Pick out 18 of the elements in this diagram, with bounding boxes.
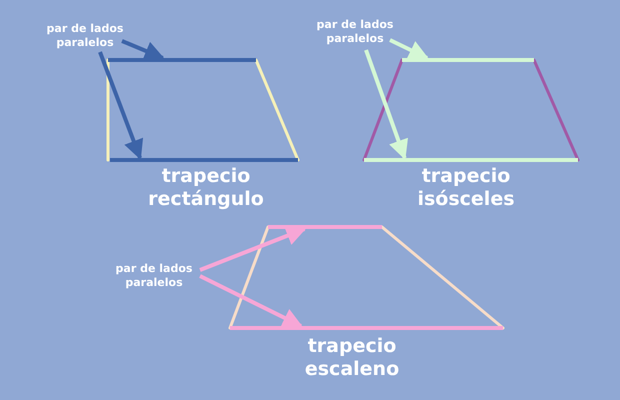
leader-arrow	[199, 274, 303, 328]
leader-arrow	[199, 226, 306, 272]
parallel-side	[364, 158, 578, 162]
parallel-side	[268, 225, 382, 229]
parallel-side	[402, 58, 534, 62]
parallel-side	[110, 158, 298, 162]
shape-name: trapecio escaleno	[304, 335, 400, 381]
shape-name: trapecio rectángulo	[147, 165, 265, 211]
leader-text: par de lados paralelos	[40, 22, 130, 50]
shape-name: trapecio isósceles	[416, 165, 516, 211]
leader-text: par de lados paralelos	[108, 262, 200, 290]
leader-arrow	[389, 38, 429, 60]
leader-text: par de lados paralelos	[305, 18, 405, 46]
parallel-side	[230, 326, 503, 330]
leader-arrow	[98, 51, 144, 160]
leader-arrow	[121, 39, 165, 60]
leader-arrow	[364, 49, 408, 160]
parallel-side	[108, 58, 256, 62]
